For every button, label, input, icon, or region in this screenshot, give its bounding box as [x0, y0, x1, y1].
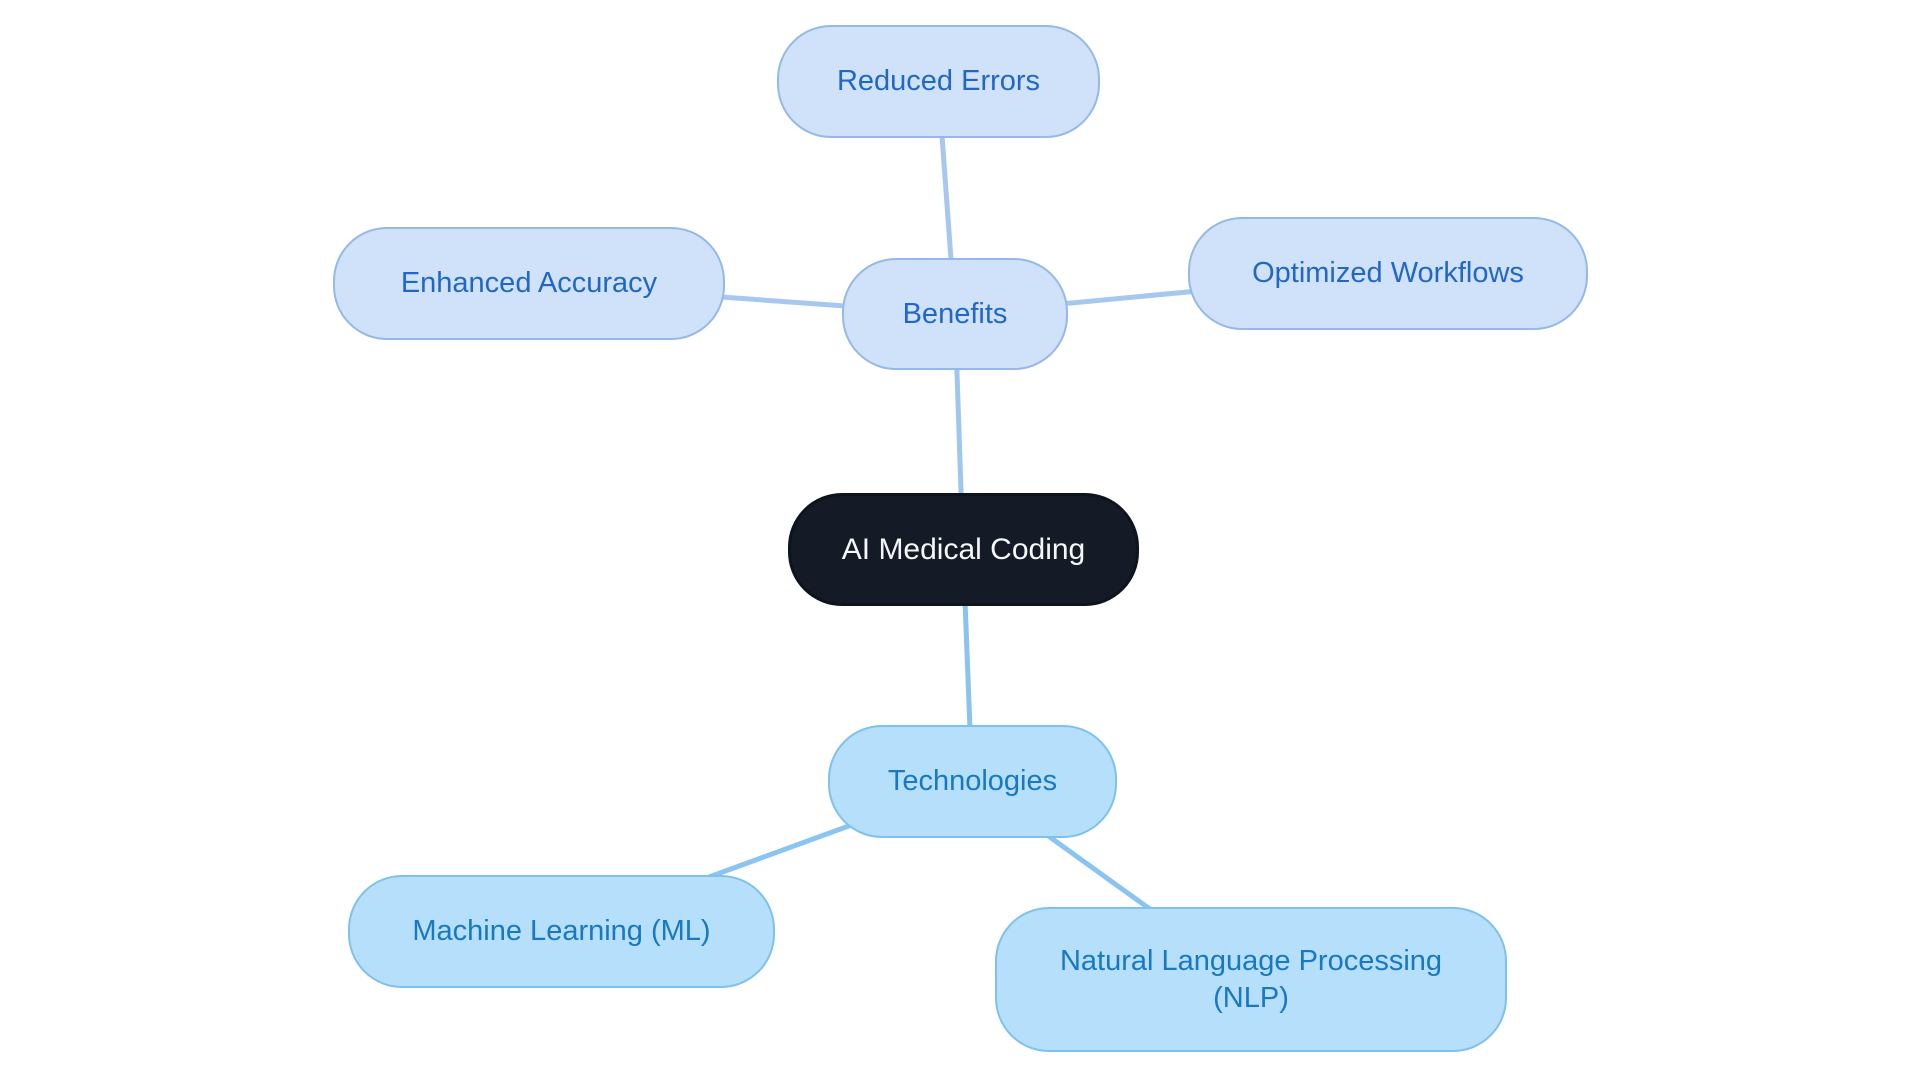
node-label: Machine Learning (ML)	[412, 915, 711, 948]
node-reduced-errors: Reduced Errors	[777, 25, 1100, 138]
node-natural-language-processing: Natural Language Processing (NLP)	[995, 907, 1507, 1052]
node-optimized-workflows: Optimized Workflows	[1188, 217, 1588, 330]
node-label: Enhanced Accuracy	[400, 267, 658, 300]
node-label: AI Medical Coding	[841, 532, 1086, 566]
node-label: Natural Language Processing (NLP)	[1059, 945, 1443, 1014]
node-machine-learning: Machine Learning (ML)	[348, 875, 775, 988]
node-label: Benefits	[902, 297, 1008, 330]
node-ai-medical-coding: AI Medical Coding	[788, 493, 1139, 606]
node-label: Technologies	[887, 765, 1058, 798]
node-benefits: Benefits	[842, 258, 1068, 370]
node-technologies: Technologies	[828, 725, 1117, 838]
node-label: Reduced Errors	[836, 65, 1041, 98]
node-enhanced-accuracy: Enhanced Accuracy	[333, 227, 725, 340]
node-label: Optimized Workflows	[1252, 257, 1524, 290]
